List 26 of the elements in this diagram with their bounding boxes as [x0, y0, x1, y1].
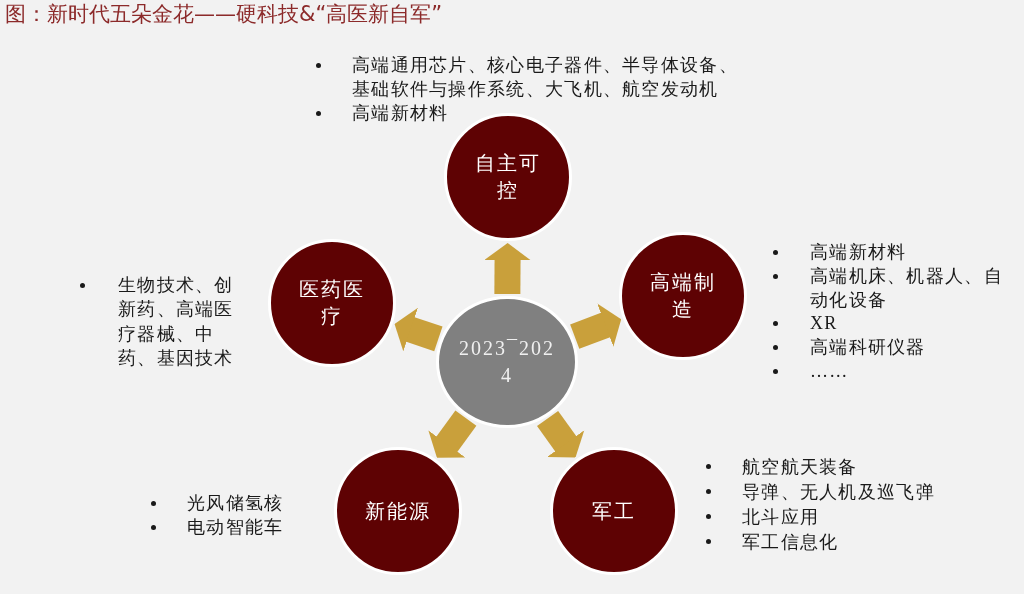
topic-label: 高端制造 [649, 270, 717, 322]
block-arrow [484, 243, 531, 295]
list-text: 导弹、无人机及巡飞弹 [742, 480, 935, 504]
topic-label: 军工 [591, 498, 637, 524]
list-text: 航空航天装备 [742, 455, 858, 479]
list-text: …… [810, 360, 849, 384]
block-arrow [428, 410, 477, 458]
list-text: XR [810, 312, 838, 336]
topic-label: 新能源 [364, 498, 432, 524]
figure-title: 图：新时代五朵金花——硬科技&“高医新自军” [5, 1, 443, 28]
list-text: 高端科研仪器 [810, 336, 926, 360]
block-arrow [537, 410, 585, 458]
list-text: 高端新材料 [810, 241, 907, 265]
list-text: 北斗应用 [742, 505, 820, 529]
list-text: 电动智能车 [187, 516, 284, 539]
year-label: 2023¯2024 [458, 336, 556, 388]
topic-label: 医药医疗 [298, 277, 366, 329]
list-text: 生物技术、创新药、高端医疗器械、中药、基因技术 [118, 273, 235, 371]
list-text: 高端机床、机器人、自动化设备 [810, 265, 1004, 312]
list-text: 光风储氢核 [187, 492, 284, 515]
list-text: 高端通用芯片、核心电子器件、半导体设备、基础软件与操作系统、大飞机、航空发动机 [352, 54, 739, 101]
block-arrow [394, 307, 443, 352]
topic-label: 自主可控 [474, 151, 542, 203]
block-arrow [570, 303, 622, 349]
list-text: 军工信息化 [742, 530, 839, 554]
list-text: 高端新材料 [352, 102, 449, 125]
